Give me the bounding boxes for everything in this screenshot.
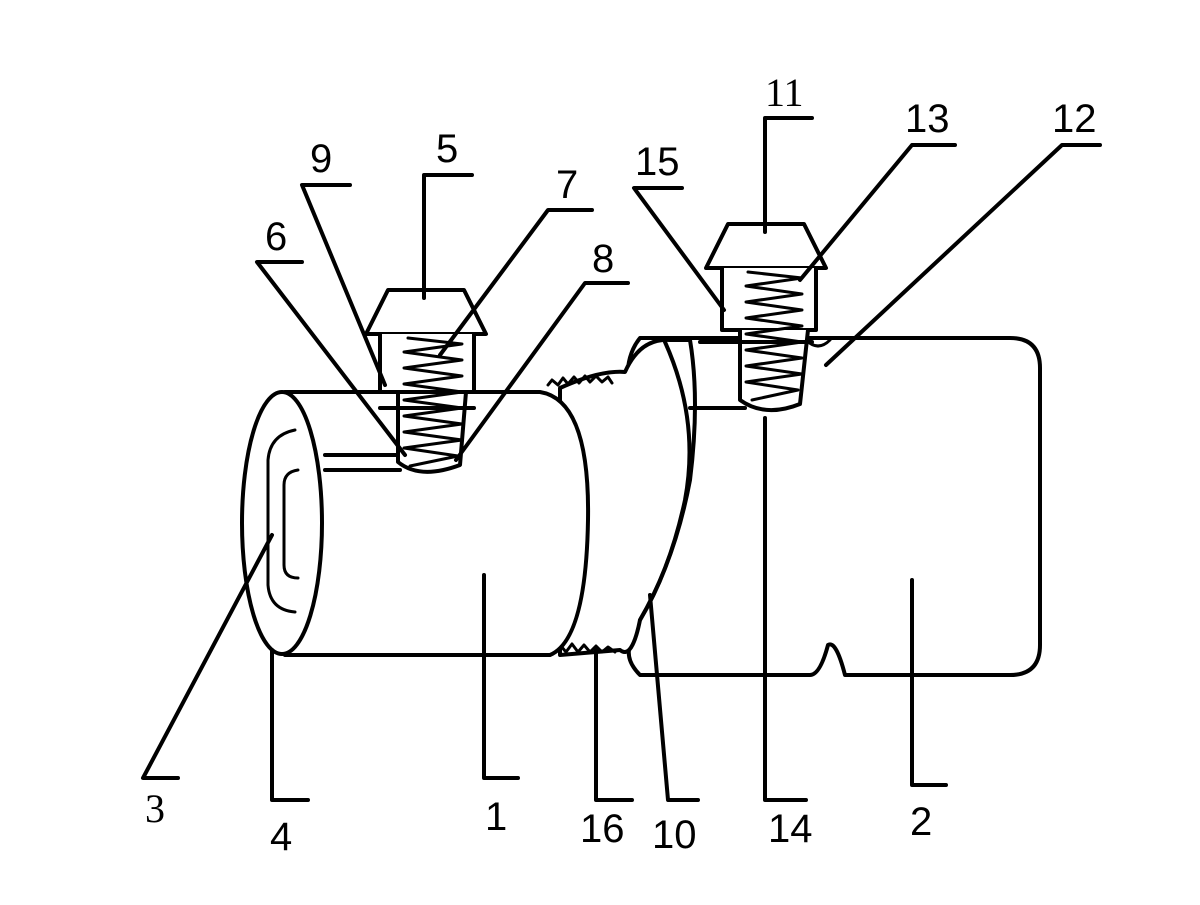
label-14: 14 — [768, 807, 813, 851]
label-12: 12 — [1052, 97, 1097, 141]
label-2: 2 — [910, 800, 932, 844]
label-4: 4 — [270, 815, 292, 859]
left-screw-assembly — [364, 288, 488, 474]
label-1: 1 — [485, 795, 507, 839]
label-5: 5 — [436, 127, 458, 171]
part-labels: 1 2 3 4 5 6 7 8 9 10 11 12 13 14 15 16 — [145, 70, 1097, 859]
left-cylinder — [240, 390, 591, 657]
label-3: 3 — [145, 786, 165, 831]
label-15: 15 — [635, 140, 680, 184]
label-9: 9 — [310, 137, 332, 181]
right-screw-assembly — [688, 222, 828, 413]
label-16: 16 — [580, 807, 625, 851]
label-11: 11 — [765, 70, 804, 115]
coupling-ring — [546, 337, 697, 657]
label-8: 8 — [592, 237, 614, 281]
label-13: 13 — [905, 97, 950, 141]
leader-lines — [141, 116, 1102, 802]
label-6: 6 — [265, 215, 287, 259]
label-10: 10 — [652, 813, 697, 857]
label-7: 7 — [556, 163, 578, 207]
